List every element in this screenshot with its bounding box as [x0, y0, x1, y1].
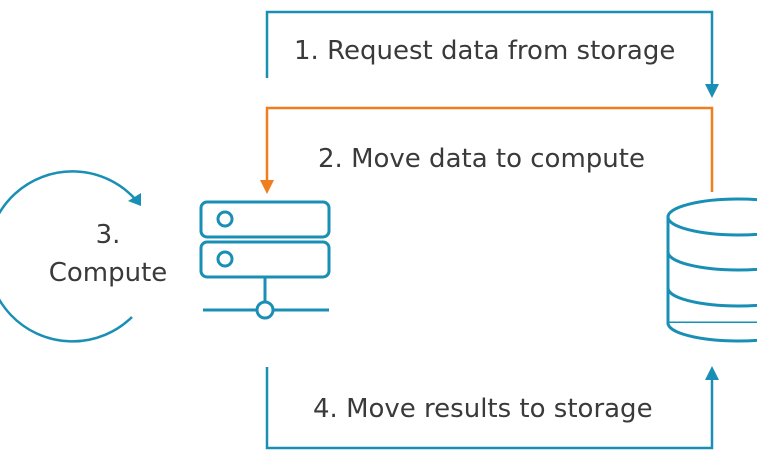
move-results-arrow — [265, 366, 719, 450]
server-icon — [199, 200, 331, 320]
step-3-text: Compute — [48, 258, 168, 288]
step-3-label: 3. Compute — [48, 216, 168, 292]
step-4-label: 4. Move results to storage — [313, 394, 653, 424]
compute-cycle-arrow — [0, 170, 141, 343]
database-icon — [666, 197, 757, 343]
move-data-arrow — [260, 106, 714, 194]
step-3-number: 3. — [95, 220, 121, 250]
request-arrow — [265, 10, 719, 98]
step-1-label: 1. Request data from storage — [294, 36, 676, 66]
step-2-label: 2. Move data to compute — [318, 144, 645, 174]
